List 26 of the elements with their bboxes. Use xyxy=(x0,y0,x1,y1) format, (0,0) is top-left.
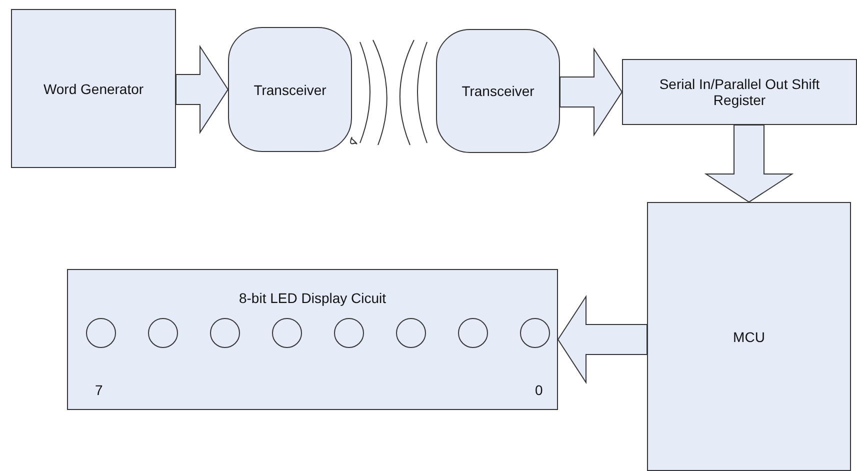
led-circle xyxy=(396,318,426,348)
led-circle xyxy=(272,318,302,348)
led-circle xyxy=(210,318,240,348)
led-circle xyxy=(520,318,550,348)
block-arrow xyxy=(176,44,229,134)
transceiver-box xyxy=(436,29,560,153)
block-label: MCU xyxy=(732,328,766,344)
block-box xyxy=(11,9,176,168)
block-arrow xyxy=(557,294,648,384)
led-circle xyxy=(148,318,178,348)
led-circle xyxy=(458,318,488,348)
block-label: 8-bit LED Display Cicuit xyxy=(238,290,388,306)
led-circle xyxy=(86,318,116,348)
led-circle xyxy=(334,318,364,348)
block-box xyxy=(647,202,851,471)
block-box xyxy=(622,59,857,125)
block-label: Transceiver xyxy=(252,82,328,98)
block-arrow xyxy=(560,47,623,137)
bit-number: 0 xyxy=(535,382,543,398)
block-label: Word Generator xyxy=(42,80,145,96)
bit-number: 7 xyxy=(95,382,103,398)
transceiver-box xyxy=(228,27,352,152)
block-label: Serial In/Parallel Out Shift Register xyxy=(658,76,821,108)
block-box xyxy=(67,269,558,410)
block-label: Transceiver xyxy=(460,83,536,99)
block-arrow xyxy=(704,124,794,203)
